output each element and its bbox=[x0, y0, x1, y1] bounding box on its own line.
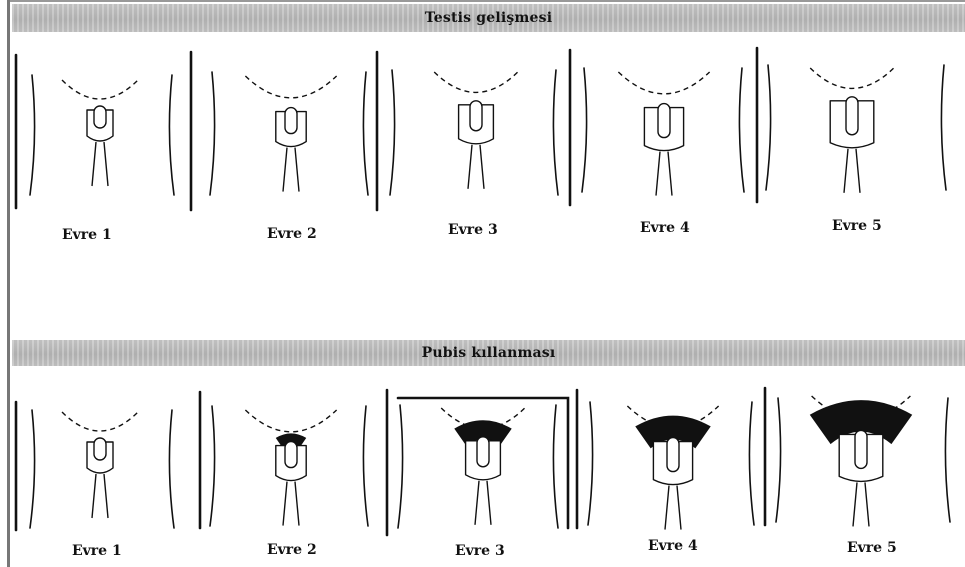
pubic-stage-label-4: Evre 4 bbox=[648, 538, 698, 554]
thigh-outline bbox=[588, 402, 593, 525]
penis bbox=[285, 108, 297, 134]
thigh-outline bbox=[398, 405, 403, 528]
pubic-stage-label-3: Evre 3 bbox=[455, 543, 505, 559]
thigh-outline bbox=[739, 68, 744, 192]
thigh-outline bbox=[945, 398, 950, 522]
leg-line bbox=[104, 142, 108, 186]
leg-line bbox=[853, 482, 857, 526]
pubic-arc bbox=[62, 412, 138, 431]
leg-line bbox=[92, 474, 96, 518]
thigh-outline bbox=[582, 68, 587, 192]
leg-line bbox=[487, 481, 491, 525]
thigh-outline bbox=[390, 70, 395, 195]
penis bbox=[855, 430, 867, 468]
leg-line bbox=[295, 148, 299, 192]
leg-line bbox=[283, 482, 287, 526]
penis bbox=[667, 438, 679, 472]
leg-line bbox=[295, 482, 299, 526]
penis bbox=[658, 104, 670, 138]
leg-line bbox=[677, 486, 681, 530]
testis-stage-label-4: Evre 4 bbox=[640, 220, 690, 236]
thigh-outline bbox=[553, 70, 558, 195]
leg-line bbox=[104, 474, 108, 518]
leg-line bbox=[856, 149, 860, 193]
pubic-arc bbox=[810, 68, 894, 88]
testis-stage-label-1: Evre 1 bbox=[62, 227, 112, 243]
thigh-outline bbox=[210, 406, 215, 526]
leg-line bbox=[92, 142, 96, 186]
thigh-outline bbox=[363, 72, 368, 195]
leg-line bbox=[668, 152, 672, 196]
thigh-outline bbox=[169, 410, 174, 528]
leg-line bbox=[468, 145, 472, 189]
thigh-outline bbox=[766, 65, 771, 190]
penis bbox=[94, 106, 106, 128]
leg-line bbox=[865, 482, 869, 526]
penis bbox=[285, 442, 297, 468]
pubic-arc bbox=[245, 76, 336, 98]
leg-line bbox=[656, 152, 660, 196]
penis bbox=[94, 438, 106, 460]
leg-line bbox=[475, 481, 479, 525]
leg-line bbox=[844, 149, 848, 193]
thigh-outline bbox=[776, 398, 781, 522]
pubic-arc bbox=[245, 410, 336, 432]
leg-line bbox=[665, 486, 669, 530]
pubic-arc bbox=[62, 80, 138, 99]
thigh-outline bbox=[169, 75, 174, 195]
thigh-outline bbox=[30, 410, 35, 528]
testis-stage-label-5: Evre 5 bbox=[832, 218, 882, 234]
thigh-outline bbox=[30, 75, 35, 195]
leg-line bbox=[480, 145, 484, 189]
pubic-arc bbox=[434, 72, 518, 92]
testis-stage-label-3: Evre 3 bbox=[448, 222, 498, 238]
pubic-stage-label-2: Evre 2 bbox=[267, 542, 317, 558]
thigh-outline bbox=[553, 405, 558, 528]
thigh-outline bbox=[363, 406, 368, 526]
pubic-stage-label-5: Evre 5 bbox=[847, 540, 897, 556]
thigh-outline bbox=[210, 72, 215, 195]
leg-line bbox=[283, 148, 287, 192]
thigh-outline bbox=[749, 402, 754, 525]
testis-stage-label-2: Evre 2 bbox=[267, 226, 317, 242]
pubic-arc bbox=[618, 72, 709, 94]
penis bbox=[470, 101, 482, 131]
penis bbox=[846, 97, 858, 135]
thigh-outline bbox=[941, 65, 946, 190]
penis bbox=[477, 437, 489, 467]
pubic-stage-label-1: Evre 1 bbox=[72, 543, 122, 559]
